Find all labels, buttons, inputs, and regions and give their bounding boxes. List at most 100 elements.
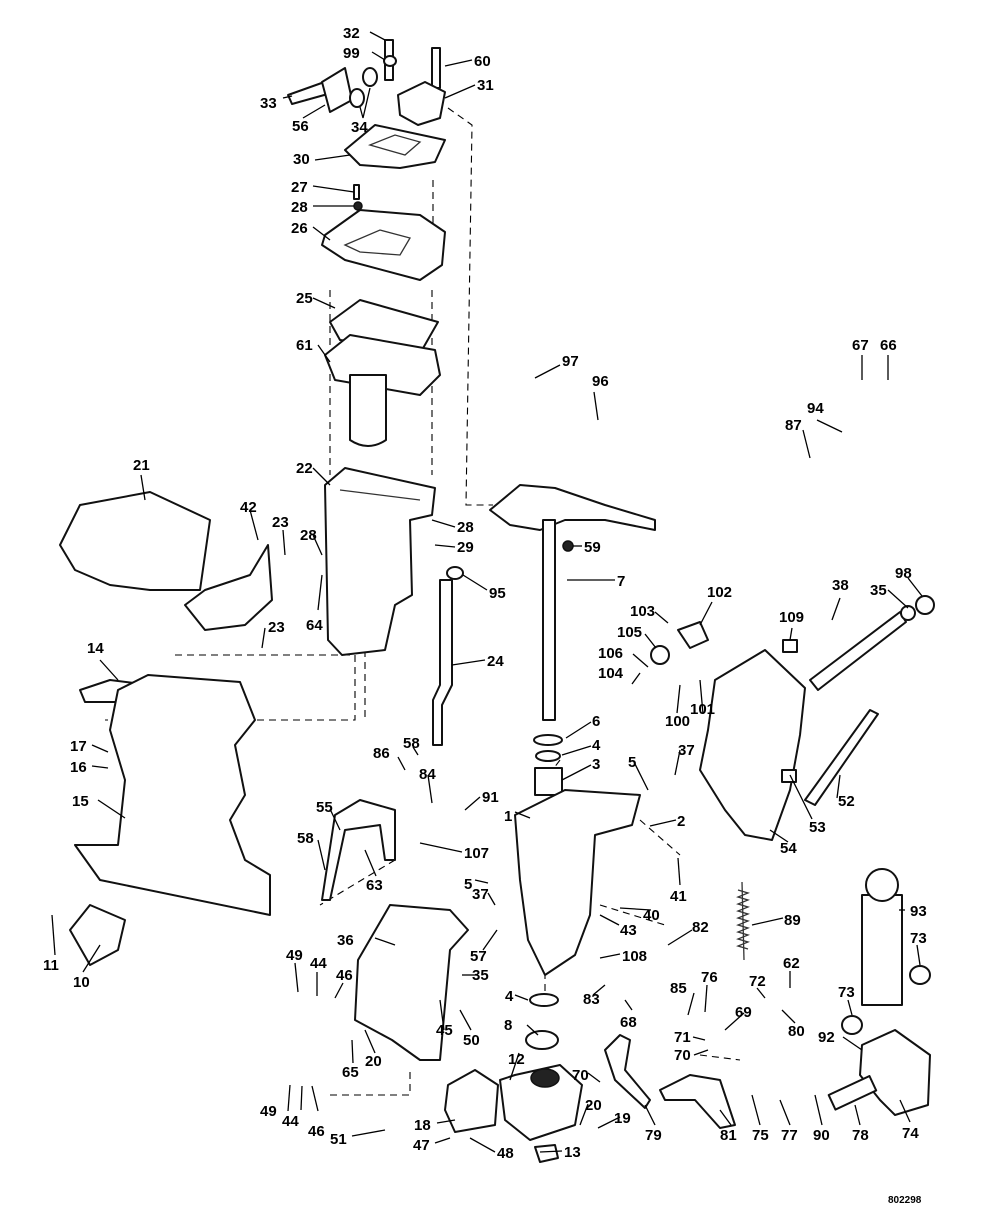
callout-52: 52 (838, 793, 855, 810)
callout-21: 21 (133, 457, 150, 474)
callout-20: 20 (365, 1053, 382, 1070)
callout-36: 36 (337, 932, 354, 949)
callout-19: 19 (614, 1110, 631, 1127)
callout-42: 42 (240, 499, 257, 516)
callout-78: 78 (852, 1127, 869, 1144)
plate-10 (69, 904, 126, 966)
callout-11: 11 (43, 957, 59, 974)
callout-8: 8 (504, 1017, 512, 1034)
callout-4: 4 (505, 988, 514, 1005)
callout-63: 63 (366, 877, 383, 894)
callout-71: 71 (674, 1029, 691, 1046)
callout-55: 55 (316, 799, 333, 816)
washer-34a (362, 67, 378, 87)
callout-73: 73 (910, 930, 927, 947)
callout-20: 20 (585, 1097, 602, 1114)
callout-73: 73 (838, 984, 855, 1001)
swivel-12 (499, 1064, 583, 1141)
nut-98 (915, 595, 935, 615)
ring-105 (650, 645, 670, 665)
screw-27 (353, 184, 360, 200)
pin-78 (827, 1075, 878, 1111)
grommet-95 (446, 566, 464, 580)
callout-64: 64 (306, 617, 323, 634)
adapter-61-tube (349, 374, 387, 447)
callout-41: 41 (670, 888, 687, 905)
lever-79 (604, 1034, 651, 1109)
callout-109: 109 (779, 609, 804, 626)
callout-102: 102 (707, 584, 732, 601)
callout-5: 5 (628, 754, 636, 771)
callout-44: 44 (310, 955, 327, 972)
callout-27: 27 (291, 179, 308, 196)
swivel-12-bore (530, 1068, 560, 1088)
callout-35: 35 (870, 582, 887, 599)
callout-7: 7 (617, 573, 625, 590)
callout-53: 53 (809, 819, 826, 836)
callout-35: 35 (472, 967, 489, 984)
callout-10: 10 (73, 974, 90, 991)
callout-76: 76 (701, 969, 718, 986)
washer-4a (535, 750, 561, 762)
callout-82: 82 (692, 919, 709, 936)
callout-37: 37 (472, 886, 489, 903)
callout-85: 85 (670, 980, 687, 997)
callout-13: 13 (564, 1144, 581, 1161)
callout-51: 51 (330, 1131, 347, 1148)
callout-65: 65 (342, 1064, 359, 1081)
tube-24 (432, 579, 453, 746)
callout-61: 61 (296, 337, 313, 354)
callout-75: 75 (752, 1127, 769, 1144)
callout-77: 77 (781, 1127, 798, 1144)
callout-22: 22 (296, 460, 313, 477)
bolt-60 (431, 47, 441, 89)
plug-109 (782, 639, 798, 653)
callout-45: 45 (436, 1022, 453, 1039)
callout-99: 99 (343, 45, 360, 62)
callout-91: 91 (482, 789, 499, 806)
callout-67: 67 (852, 337, 869, 354)
swivel-bracket-1 (514, 789, 641, 976)
callout-40: 40 (643, 907, 660, 924)
callout-84: 84 (419, 766, 436, 783)
callout-28: 28 (300, 527, 317, 544)
rod-52 (804, 709, 879, 806)
callout-70: 70 (572, 1067, 589, 1084)
callout-66: 66 (880, 337, 897, 354)
nut-13 (534, 1144, 559, 1163)
steering-arm (489, 484, 656, 531)
cylinder-93-eye (865, 868, 899, 902)
callout-28: 28 (457, 519, 474, 536)
callout-70: 70 (674, 1047, 691, 1064)
callout-23: 23 (268, 619, 285, 636)
callout-37: 37 (678, 742, 695, 759)
callout-80: 80 (788, 1023, 805, 1040)
housing-15 (74, 674, 271, 916)
linkage-55 (321, 799, 396, 901)
callout-101: 101 (690, 701, 715, 718)
callout-104: 104 (598, 665, 624, 682)
shaft-7 (542, 519, 556, 721)
callout-31: 31 (477, 77, 494, 94)
callout-24: 24 (487, 653, 504, 670)
callout-57: 57 (470, 948, 487, 965)
cover-42 (184, 544, 273, 631)
switch-102 (677, 621, 709, 649)
parts (59, 39, 935, 1163)
callout-94: 94 (807, 400, 824, 417)
callout-49: 49 (260, 1103, 277, 1120)
callout-72: 72 (749, 973, 766, 990)
callout-25: 25 (296, 290, 313, 307)
callout-74: 74 (902, 1125, 919, 1142)
callout-46: 46 (336, 967, 353, 984)
callout-59: 59 (584, 539, 601, 556)
callout-60: 60 (474, 53, 491, 70)
callout-32: 32 (343, 25, 360, 42)
callout-15: 15 (72, 793, 89, 810)
seal-8 (525, 1030, 559, 1050)
bushing-53 (781, 769, 797, 783)
callout-68: 68 (620, 1014, 637, 1031)
callout-86: 86 (373, 745, 390, 762)
callout-92: 92 (818, 1029, 835, 1046)
